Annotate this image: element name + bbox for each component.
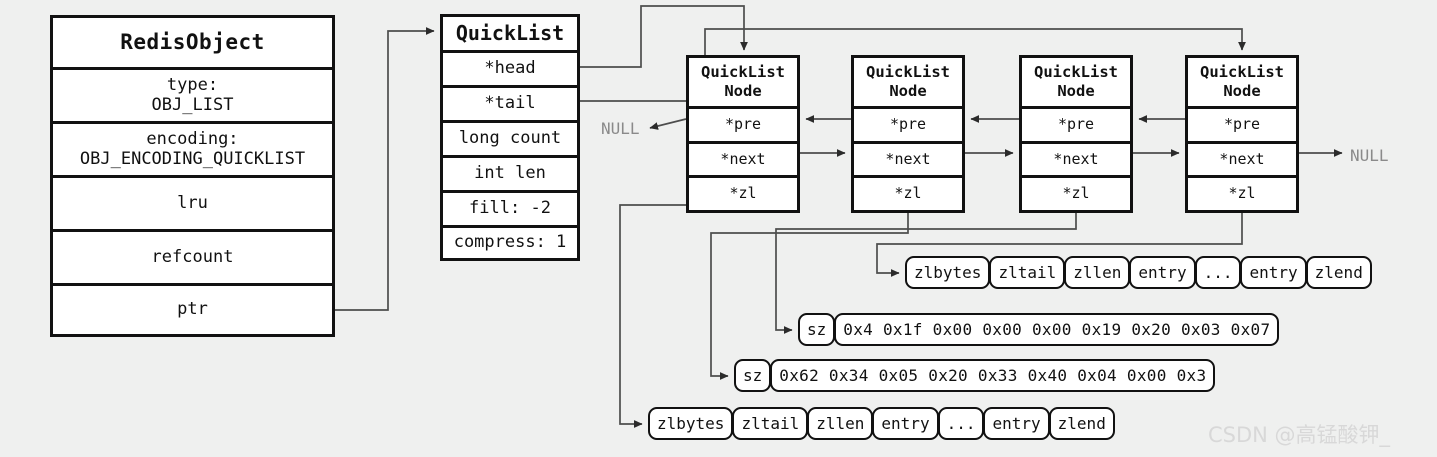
quicklist-node-1-field-pre: *pre [689,109,797,144]
byte-row-2-bytes: 0x62 0x34 0x05 0x20 0x33 0x40 0x04 0x00 … [770,359,1216,392]
quicklist-node-4-field-zl: *zl [1188,178,1296,210]
ziplist-bottom-cell-entry-2: entry [983,407,1050,440]
redis-object-field-lru: lru [53,178,332,232]
quicklist-node-4-field-pre: *pre [1188,109,1296,144]
ziplist-top-cell-entry-1: entry [1129,256,1196,289]
redis-object-field-type: type: OBJ_LIST [53,70,332,124]
quicklist-node-3-field-zl: *zl [1022,178,1130,210]
byte-row-1-bytes: 0x4 0x1f 0x00 0x00 0x00 0x19 0x20 0x03 0… [834,313,1280,346]
null-label-tail: NULL [1350,146,1389,165]
null-label-head: NULL [601,119,640,138]
byte-row-1-label: sz [798,313,836,346]
ziplist-bottom-cell-zlend: zlend [1048,407,1115,440]
redis-object-title: RedisObject [53,18,332,70]
ziplist-strip-bottom: zlbytes zltail zllen entry ... entry zle… [648,407,1115,440]
quicklist-field-head: *head [443,53,577,88]
quicklist-node-1-field-zl: *zl [689,178,797,210]
redis-object-struct: RedisObject type: OBJ_LIST encoding: OBJ… [50,15,335,337]
csdn-watermark: CSDN @高锰酸钾_ [1208,423,1391,447]
quicklist-field-len: int len [443,158,577,193]
ziplist-bottom-cell-zlbytes: zlbytes [648,407,734,440]
wire-node1-zl-ziplist-bottom [619,204,686,428]
quicklist-node-3: QuickList Node *pre *next *zl [1019,55,1133,213]
quicklist-node-1: QuickList Node *pre *next *zl [686,55,800,213]
quicklist-node-4-field-next: *next [1188,144,1296,178]
quicklist-title: QuickList [443,17,577,53]
ziplist-bottom-cell-ellipsis: ... [937,407,985,440]
quicklist-node-2-title: QuickList Node [854,58,962,109]
redis-object-field-encoding: encoding: OBJ_ENCODING_QUICKLIST [53,124,332,178]
quicklist-field-count: long count [443,123,577,158]
byte-row-1: sz 0x4 0x1f 0x00 0x00 0x00 0x19 0x20 0x0… [798,313,1280,346]
quicklist-node-2-field-zl: *zl [854,178,962,210]
ziplist-bottom-cell-entry-1: entry [872,407,939,440]
quicklist-field-tail: *tail [443,88,577,123]
ziplist-bottom-cell-zllen: zllen [807,407,874,440]
quicklist-node-2: QuickList Node *pre *next *zl [851,55,965,213]
quicklist-field-compress: compress: 1 [443,228,577,258]
byte-row-2-label: sz [734,359,772,392]
ziplist-top-cell-zltail: zltail [989,256,1066,289]
quicklist-node-4-title: QuickList Node [1188,58,1296,109]
ziplist-top-cell-ellipsis: ... [1194,256,1242,289]
quicklist-node-3-field-next: *next [1022,144,1130,178]
quicklist-node-1-field-next: *next [689,144,797,178]
ziplist-top-cell-zlend: zlend [1305,256,1372,289]
ziplist-bottom-cell-zltail: zltail [732,407,809,440]
ziplist-top-cell-entry-2: entry [1240,256,1307,289]
quicklist-node-2-field-pre: *pre [854,109,962,144]
redis-object-field-ptr: ptr [53,286,332,334]
quicklist-struct: QuickList *head *tail long count int len… [440,14,580,261]
ziplist-top-cell-zlbytes: zlbytes [905,256,991,289]
quicklist-node-1-title: QuickList Node [689,58,797,109]
wire-node2-zl-bytes-row-2 [710,213,909,380]
redis-object-field-refcount: refcount [53,232,332,286]
quicklist-node-2-field-next: *next [854,144,962,178]
wire-node1-pre-null [649,118,687,130]
ziplist-top-cell-zllen: zllen [1064,256,1131,289]
quicklist-node-4: QuickList Node *pre *next *zl [1185,55,1299,213]
quicklist-node-3-field-pre: *pre [1022,109,1130,144]
wire-ptr-to-quicklist [335,27,435,311]
quicklist-field-fill: fill: -2 [443,193,577,228]
byte-row-2: sz 0x62 0x34 0x05 0x20 0x33 0x40 0x04 0x… [734,359,1216,392]
quicklist-node-3-title: QuickList Node [1022,58,1130,109]
ziplist-strip-top: zlbytes zltail zllen entry ... entry zle… [905,256,1372,289]
